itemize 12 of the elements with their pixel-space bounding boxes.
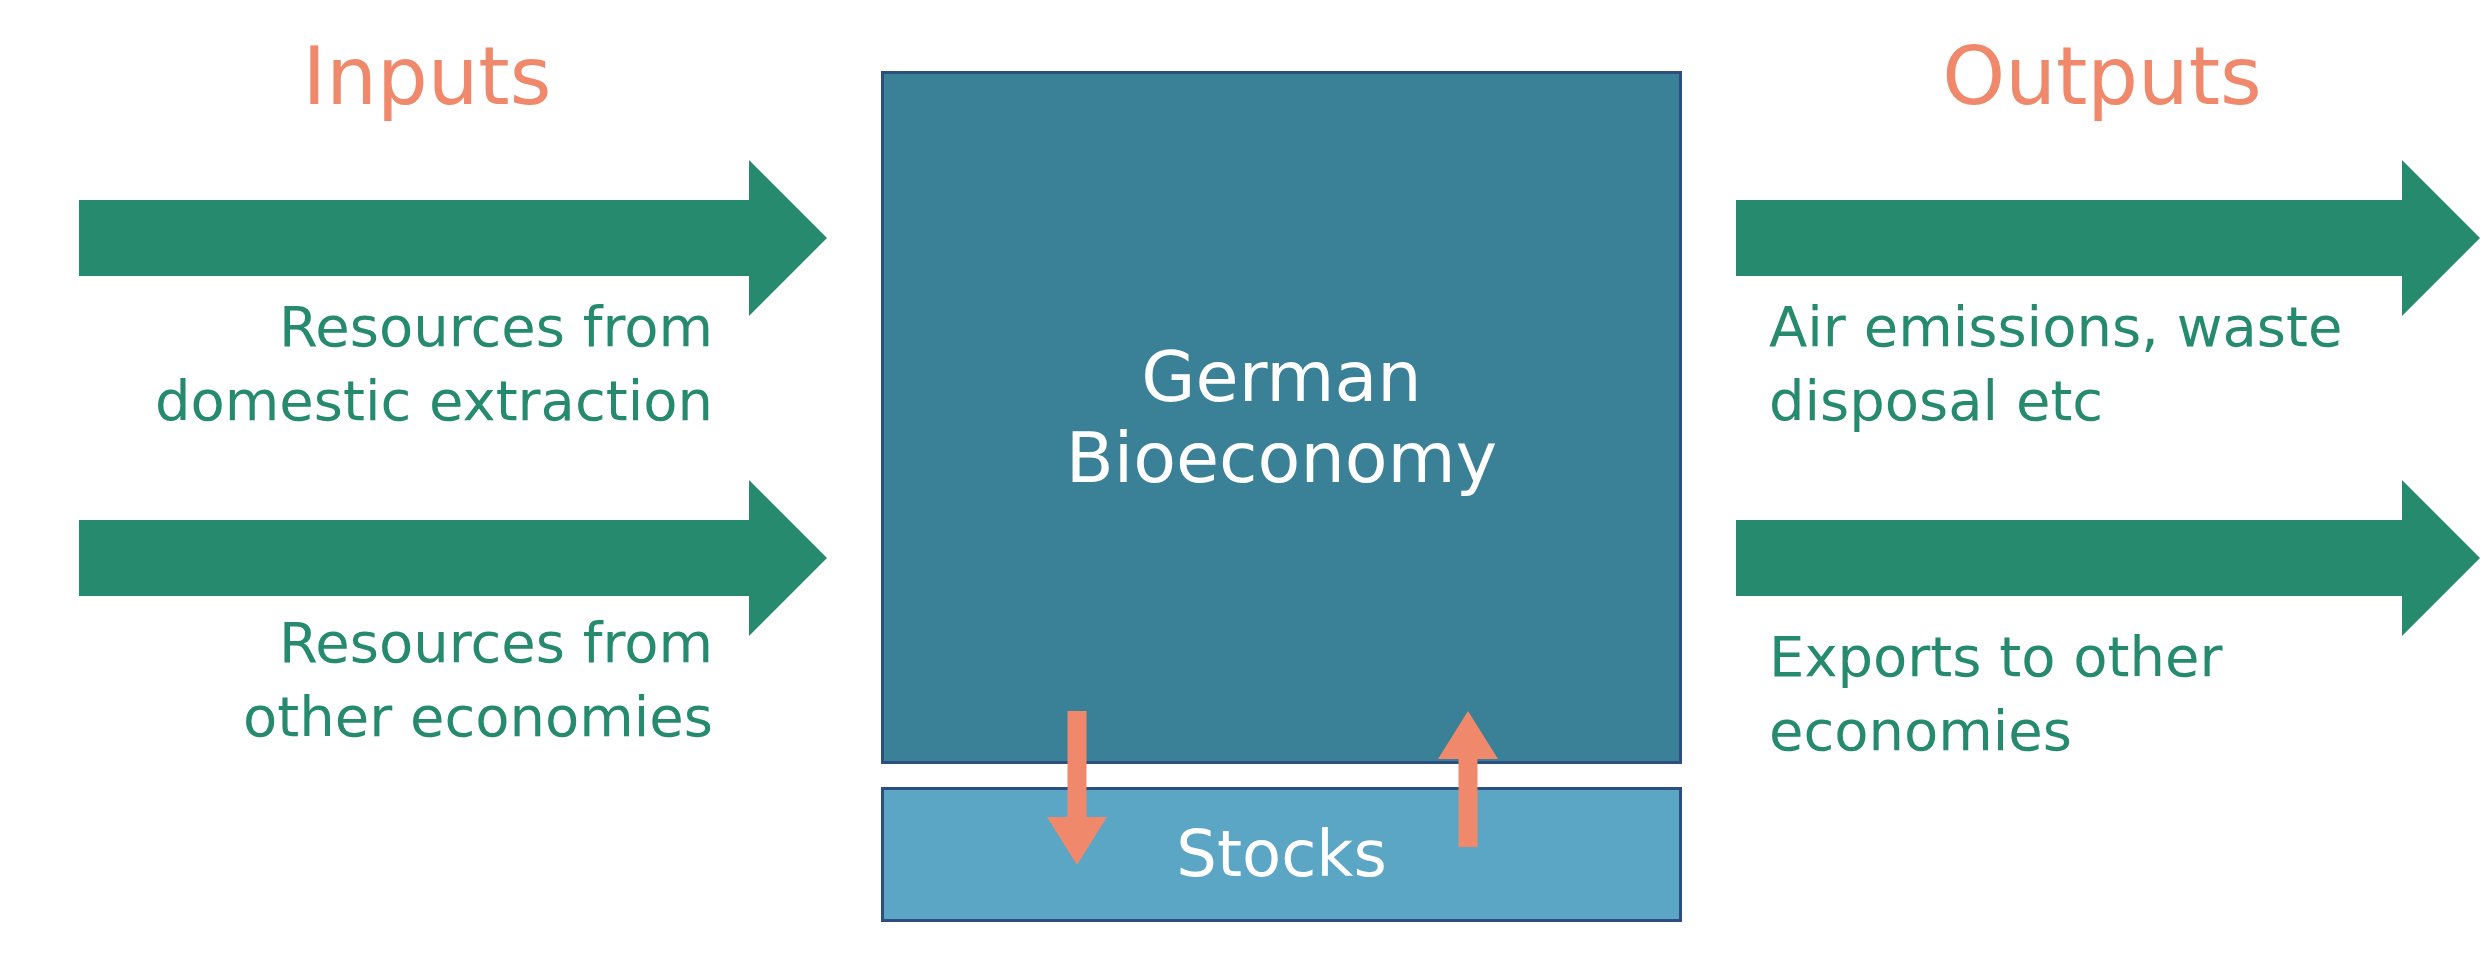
arrow: [79, 160, 827, 316]
heading: Inputs: [302, 30, 552, 123]
arrow: [1736, 160, 2480, 316]
arrow: [1438, 711, 1498, 847]
arrow: [79, 480, 827, 636]
arrow: [1736, 480, 2480, 636]
heading: Outputs: [1942, 30, 2262, 123]
storage-box: [881, 787, 1682, 922]
process-box: [881, 71, 1682, 764]
node-label: Stocks: [1176, 817, 1387, 892]
arrow: [1047, 711, 1107, 865]
node-label: German Bioeconomy: [1064, 337, 1499, 498]
